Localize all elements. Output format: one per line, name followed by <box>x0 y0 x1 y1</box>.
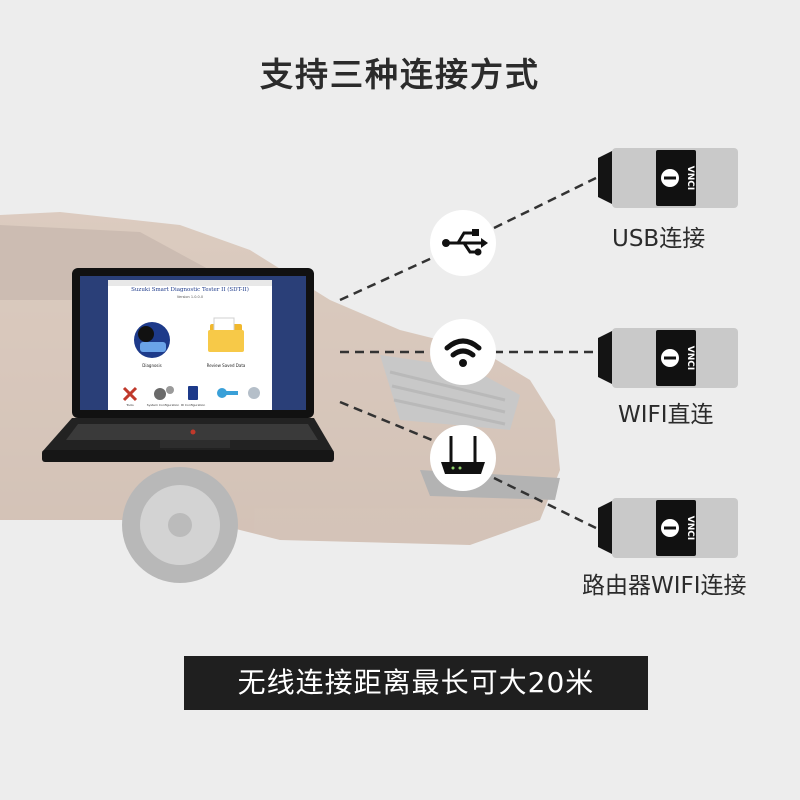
screen-system-config-label: System Configuration <box>147 403 180 407</box>
device-brand-label: VNCI <box>685 516 695 540</box>
small-screen-icons <box>122 386 260 402</box>
router-icon-badge <box>430 425 496 491</box>
device-brand-label: VNCI <box>685 166 695 190</box>
screen-version: Version 1.0.0.0 <box>177 295 203 299</box>
screen-review-label: Review Saved Data <box>207 363 246 368</box>
folder-icon <box>208 317 244 352</box>
vnci-device-wifi: VNCI <box>598 328 738 388</box>
usb-connection-label: USB连接 <box>612 226 706 252</box>
screen-header: Suzuki Smart Diagnostic Tester II (SDT-I… <box>131 286 249 293</box>
connection-lines <box>339 176 597 530</box>
trackpoint <box>190 429 196 435</box>
screen-tools-label: Tools <box>125 403 134 407</box>
vnci-device-usb: VNCI <box>598 148 738 208</box>
range-banner: 无线连接距离最长可大20米 <box>184 656 648 710</box>
screen-diagnosis-label: Diagnosis <box>142 363 161 368</box>
device-brand-label: VNCI <box>685 346 695 370</box>
router-wifi-label: 路由器WIFI连接 <box>582 573 747 599</box>
usb-icon-badge <box>430 210 496 276</box>
diagnosis-icon <box>134 322 170 358</box>
screen-id-config-label: ID Configuration <box>181 403 206 407</box>
page-title: 支持三种连接方式 <box>260 55 540 94</box>
wifi-direct-label: WIFI直连 <box>618 402 714 428</box>
vnci-device-router: VNCI <box>598 498 738 558</box>
laptop <box>42 268 334 462</box>
wifi-icon-badge <box>430 319 496 385</box>
